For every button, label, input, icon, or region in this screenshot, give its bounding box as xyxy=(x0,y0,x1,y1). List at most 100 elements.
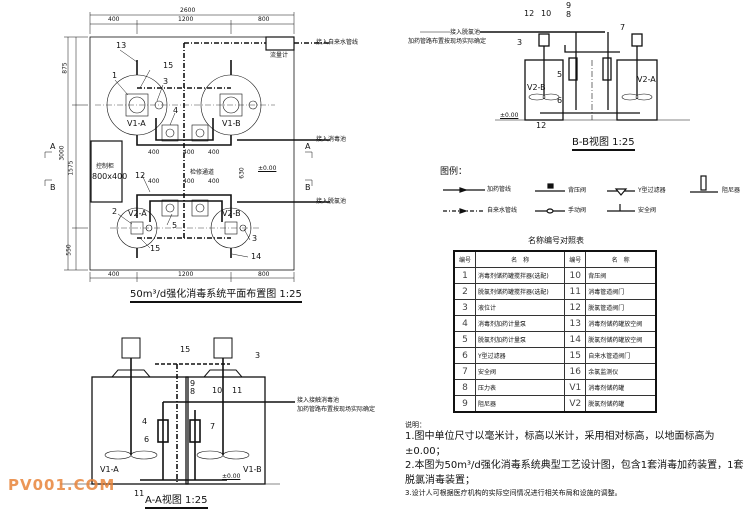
dim-left-2: 1575 xyxy=(67,160,75,176)
legend-title: 图例： xyxy=(440,167,468,177)
aa-callout-8: 8 xyxy=(190,387,196,396)
plan-view-lines xyxy=(44,12,330,282)
notes: 说明： 1.图中单位尺寸以毫米计，标高以米计，采用相对标高，以地面标高为±0.0… xyxy=(405,420,750,498)
item-name: 脱氯剂储药罐放空阀 xyxy=(585,331,657,348)
item-number: 4 xyxy=(453,315,476,332)
table-title: 名称编号对照表 xyxy=(528,236,584,245)
dim-bottom-1: 400 xyxy=(108,271,120,278)
dim-top-1: 400 xyxy=(108,16,120,23)
aisle-label: 检修通道 xyxy=(190,169,215,176)
bb-callout-10: 10 xyxy=(541,9,552,18)
bb-callout-5: 5 xyxy=(557,70,563,79)
bb-callout-3: 3 xyxy=(517,38,523,47)
legend-safety-valve: 安全阀 xyxy=(638,207,657,214)
aa-tank-v1a: V1-A xyxy=(100,465,119,474)
dim-top-3: 800 xyxy=(258,16,270,23)
dim-total-width: 2600 xyxy=(180,7,196,14)
note-2: 2.本图为50m³/d强化消毒系统典型工艺设计图，包含1套消毒加药装置，1套脱氯… xyxy=(405,460,744,486)
item-name: 安全阀 xyxy=(474,363,566,380)
aa-tank-v1b: V1-B xyxy=(243,465,262,474)
header-number: 编号 xyxy=(453,250,476,268)
flow-meter-label: 流量计 xyxy=(270,52,289,59)
dim-left-total: 3000 xyxy=(58,145,66,161)
bb-elevation: ±0.00 xyxy=(500,112,519,119)
item-name: Y型过滤器 xyxy=(474,347,566,364)
watermark: PV001.COM xyxy=(8,476,116,494)
aa-elevation: ±0.00 xyxy=(222,473,241,480)
item-number: 5 xyxy=(453,331,476,348)
plan-view-title: 50m³/d强化消毒系统平面布置图 1:25 xyxy=(130,290,302,303)
dim-bottom-3: 800 xyxy=(258,271,270,278)
legend-damper: 阻尼器 xyxy=(722,187,741,194)
aa-view-lines xyxy=(60,337,295,485)
tank-label-v1a: V1-A xyxy=(127,119,146,128)
tank-label-v1b: V1-B xyxy=(222,119,241,128)
bb-pipe-note: 加药管路布置按现场实际确定 xyxy=(408,38,487,45)
bb-callout-8: 8 xyxy=(566,10,572,19)
item-number: 15 xyxy=(564,347,587,364)
callout-13: 13 xyxy=(116,41,127,50)
section-mark-a-right: A xyxy=(305,142,311,151)
legend-tap-water-line: 自来水管线 xyxy=(487,207,518,214)
callout-5: 5 xyxy=(172,221,178,230)
tank-label-v2a: V2-A xyxy=(128,209,147,218)
legend-dosing-line: 加药管线 xyxy=(487,186,512,193)
item-name: 脱氯剂加药计量泵 xyxy=(474,331,566,348)
aa-callout-11b: 11 xyxy=(134,489,145,498)
bb-tank-v2a: V2-A xyxy=(637,75,656,84)
aa-callout-7: 7 xyxy=(210,422,216,431)
pipe-label-disinfect: 接入消毒池 xyxy=(316,136,347,143)
item-name: 消毒管道阀门 xyxy=(585,283,657,300)
aa-callout-15: 15 xyxy=(180,345,191,354)
callout-12: 12 xyxy=(135,171,146,180)
section-mark-a-left: A xyxy=(50,142,56,151)
item-name: 压力表 xyxy=(474,379,566,396)
item-number: V2 xyxy=(564,395,587,413)
item-number: 6 xyxy=(453,347,476,364)
bb-callout-12b: 12 xyxy=(536,121,547,130)
header-number-2: 编号 xyxy=(564,250,587,268)
aa-callout-10: 10 xyxy=(212,386,223,395)
item-number: 16 xyxy=(564,363,587,380)
callout-3: 3 xyxy=(163,77,169,86)
item-number: 2 xyxy=(453,283,476,300)
callout-14: 14 xyxy=(251,252,262,261)
section-mark-b-right: B xyxy=(305,183,311,192)
legend-symbols xyxy=(443,175,718,214)
item-number: 9 xyxy=(453,395,476,413)
dim-bottom-2: 1200 xyxy=(178,271,194,278)
callout-1: 1 xyxy=(112,71,118,80)
aa-callout-6: 6 xyxy=(144,435,150,444)
dim-top-2: 1200 xyxy=(178,16,194,23)
bb-pipe-label: 接入脱氯池 xyxy=(450,29,481,36)
dim-left-1: 875 xyxy=(61,62,69,74)
dim-inner-4: 400 xyxy=(148,178,160,185)
pipe-label-water: 接入自来水管线 xyxy=(316,39,359,46)
aa-callout-4: 4 xyxy=(142,417,148,426)
tank-label-v2b: V2-B xyxy=(222,209,241,218)
item-name: 余氯监测仪 xyxy=(585,363,657,380)
dim-inner-3: 400 xyxy=(208,149,220,156)
bb-callout-9: 9 xyxy=(566,1,572,10)
item-name: 脱氯剂储药罐 xyxy=(585,395,657,413)
control-cabinet-size: 800x400 xyxy=(92,172,128,181)
bb-view-title: B-B视图 1:25 xyxy=(572,138,635,151)
item-name: 消毒剂加药计量泵 xyxy=(474,315,566,332)
item-name: 液位计 xyxy=(474,299,566,316)
aa-pipe-label: 接入接触消毒池 xyxy=(297,397,340,404)
note-1: 1.图中单位尺寸以毫米计，标高以米计，采用相对标高，以地面标高为±0.00； xyxy=(405,431,715,457)
item-number: 13 xyxy=(564,315,587,332)
pipe-label-dechlor: 接入脱氯池 xyxy=(316,198,347,205)
bb-callout-6: 6 xyxy=(557,96,563,105)
header-name-2: 名 称 xyxy=(585,250,657,268)
item-number: 1 xyxy=(453,267,476,284)
legend-y-strainer: Y型过滤器 xyxy=(638,187,666,194)
item-number: 12 xyxy=(564,299,587,316)
callout-4: 4 xyxy=(173,106,179,115)
